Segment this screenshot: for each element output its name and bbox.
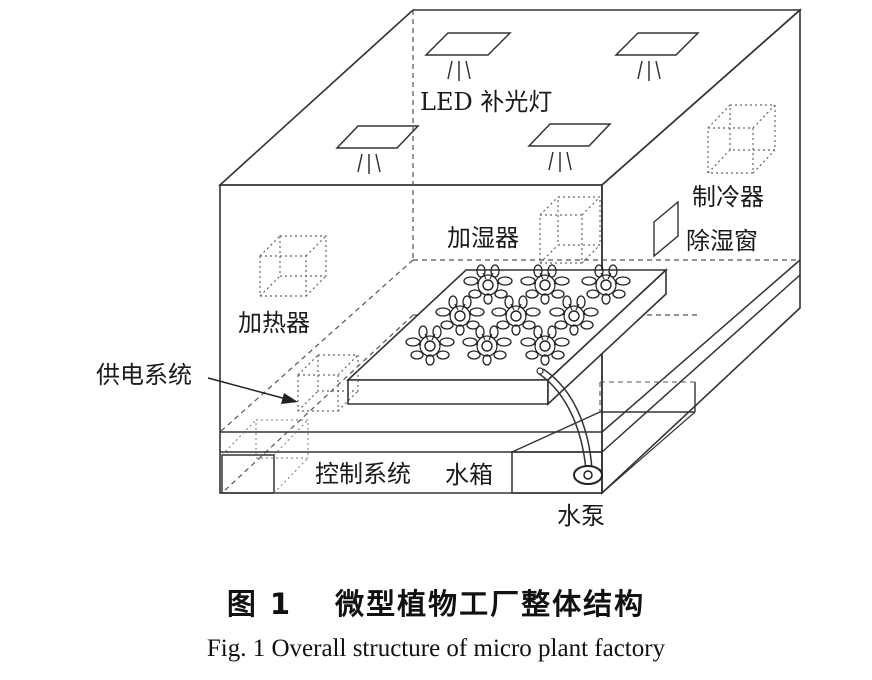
water-pipe <box>536 367 593 471</box>
water-tank <box>511 381 696 494</box>
water-tank-label: 水箱 <box>445 461 493 489</box>
humidifier-label: 加湿器 <box>447 224 519 252</box>
base-shelf <box>220 259 801 453</box>
refrigerator-label: 制冷器 <box>692 183 764 211</box>
plant-tray <box>345 264 669 406</box>
dehumidify-window-panel <box>653 200 679 258</box>
led-light-lamps <box>335 32 700 174</box>
water-pump-label: 水泵 <box>557 502 605 530</box>
power-system-label: 供电系统 <box>96 361 192 389</box>
figure-caption-chinese: 图 1 微型植物工厂整体结构 <box>226 587 646 621</box>
humidifier-box <box>539 196 601 264</box>
refrigerator-box <box>707 104 776 174</box>
heater-label: 加热器 <box>238 309 310 337</box>
control-system-label: 控制系统 <box>315 460 411 488</box>
led-light-label: LED 补光灯 <box>420 88 553 116</box>
power-system-pointer <box>207 377 298 404</box>
heater-box <box>259 235 327 297</box>
figure-caption-english: Fig. 1 Overall structure of micro plant … <box>206 635 666 662</box>
power-supply-box <box>297 354 359 412</box>
control-box <box>221 419 309 494</box>
water-pump-symbol <box>573 465 603 485</box>
dehumidify-window-label: 除湿窗 <box>686 227 758 255</box>
